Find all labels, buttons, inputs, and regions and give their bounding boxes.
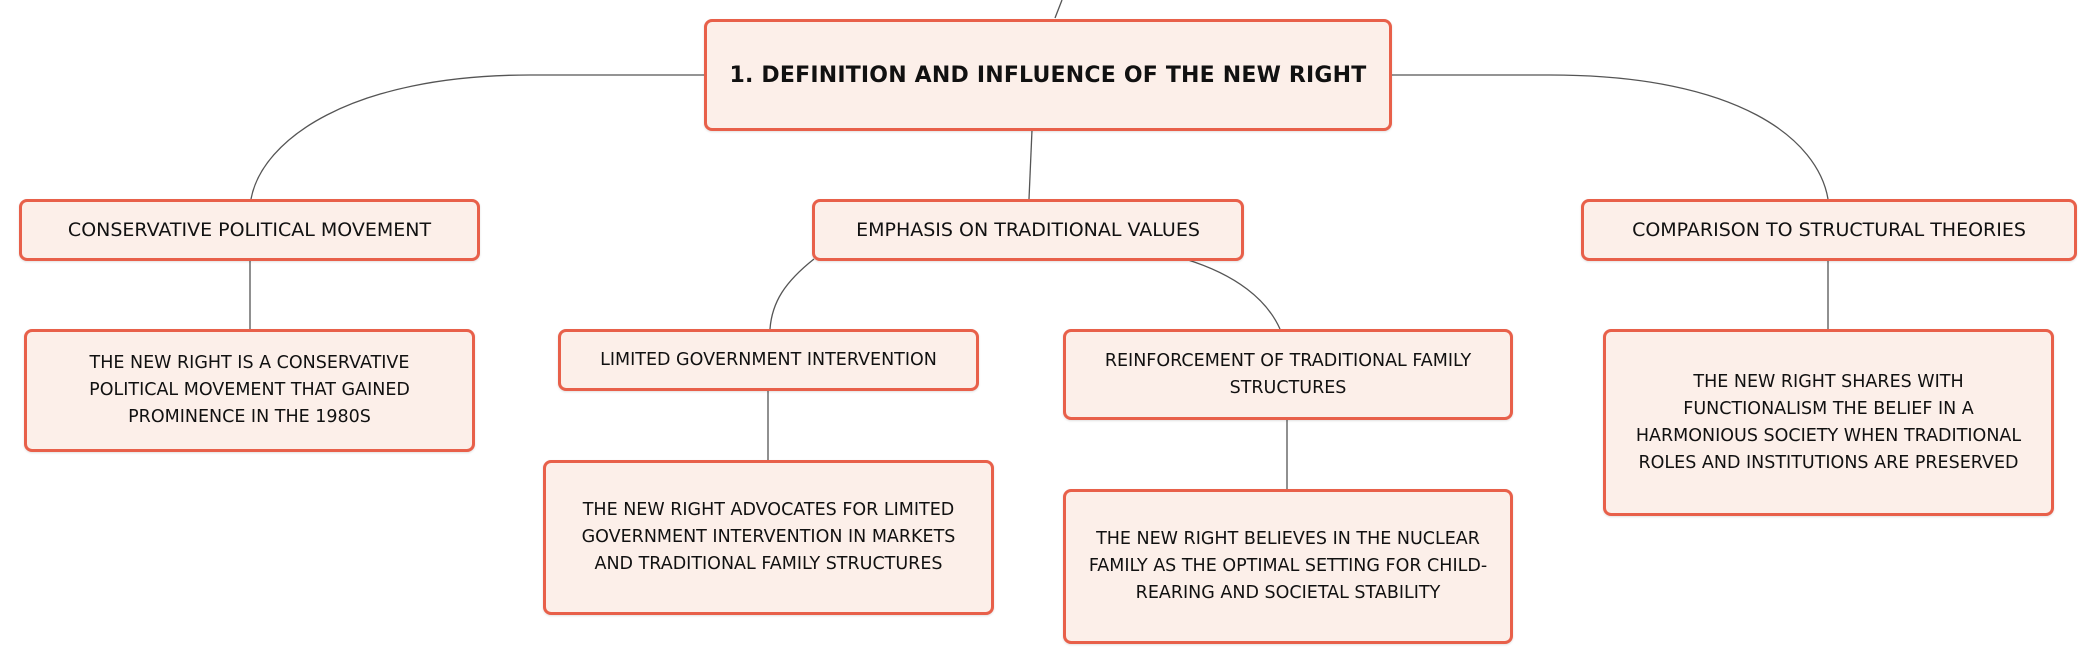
traditional-family-label: REINFORCEMENT OF TRADITIONAL FAMILY STRU… [1104, 350, 1472, 398]
connector-root-to-conservative [250, 74, 704, 200]
traditional-values-node[interactable]: EMPHASIS ON TRADITIONAL VALUES [812, 199, 1244, 261]
conservative-movement-detail-text: THE NEW RIGHT IS A CONSERVATIVE POLITICA… [89, 353, 410, 427]
traditional-family-detail-text: THE NEW RIGHT BELIEVES IN THE NUCLEAR FA… [1088, 529, 1488, 603]
traditional-family-node[interactable]: REINFORCEMENT OF TRADITIONAL FAMILY STRU… [1063, 329, 1513, 420]
connector-root-to-traditional-values [1028, 129, 1033, 200]
connector-root-to-structural [1391, 74, 1829, 200]
limited-government-node[interactable]: LIMITED GOVERNMENT INTERVENTION [558, 329, 979, 391]
root-node-label: 1. DEFINITION AND INFLUENCE OF THE NEW R… [729, 62, 1367, 88]
conservative-movement-label: CONSERVATIVE POLITICAL MOVEMENT [67, 219, 432, 241]
connector-traditional-to-limited-gov [769, 258, 815, 330]
traditional-family-detail-node[interactable]: THE NEW RIGHT BELIEVES IN THE NUCLEAR FA… [1063, 489, 1513, 644]
limited-government-label: LIMITED GOVERNMENT INTERVENTION [600, 349, 937, 370]
limited-government-detail-text: THE NEW RIGHT ADVOCATES FOR LIMITED GOVE… [581, 500, 956, 574]
limited-government-detail-node[interactable]: THE NEW RIGHT ADVOCATES FOR LIMITED GOVE… [543, 460, 994, 615]
structural-theories-detail-node[interactable]: THE NEW RIGHT SHARES WITH FUNCTIONALISM … [1603, 329, 2054, 516]
structural-theories-node[interactable]: COMPARISON TO STRUCTURAL THEORIES [1581, 199, 2077, 261]
structural-theories-detail-text: THE NEW RIGHT SHARES WITH FUNCTIONALISM … [1635, 371, 2022, 473]
conservative-movement-detail-node[interactable]: THE NEW RIGHT IS A CONSERVATIVE POLITICA… [24, 329, 475, 452]
conservative-movement-node[interactable]: CONSERVATIVE POLITICAL MOVEMENT [19, 199, 480, 261]
structural-theories-label: COMPARISON TO STRUCTURAL THEORIES [1632, 219, 2026, 241]
root-node[interactable]: 1. DEFINITION AND INFLUENCE OF THE NEW R… [704, 19, 1392, 131]
connector-parent-to-root [1054, 0, 1063, 19]
connector-traditional-to-family [1184, 258, 1281, 330]
traditional-values-label: EMPHASIS ON TRADITIONAL VALUES [856, 219, 1200, 241]
